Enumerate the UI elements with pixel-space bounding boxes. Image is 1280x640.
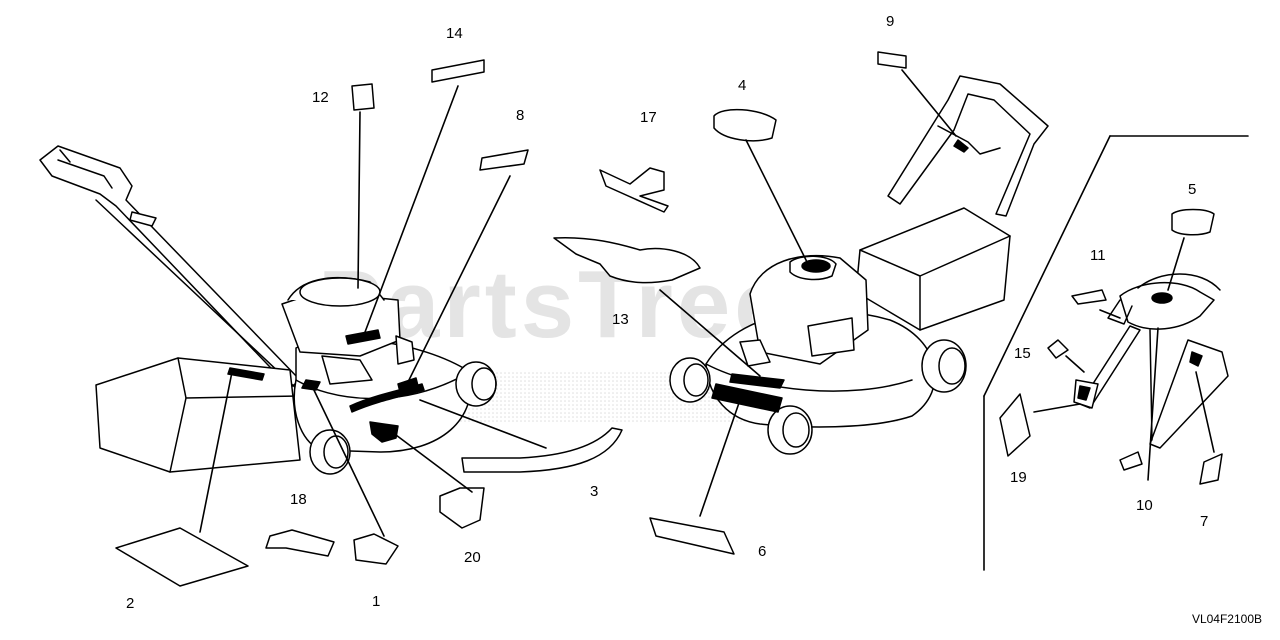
callout-1: 1 bbox=[372, 593, 381, 610]
decal-15 bbox=[1047, 339, 1069, 359]
leader-lines bbox=[199, 69, 1249, 571]
center-mower bbox=[669, 75, 1049, 455]
callout-4: 4 bbox=[738, 77, 747, 94]
callout-3: 3 bbox=[590, 483, 599, 500]
callout-5: 5 bbox=[1188, 181, 1197, 198]
callout-15: 15 bbox=[1014, 345, 1031, 362]
decal-1 bbox=[353, 533, 399, 565]
callout-7: 7 bbox=[1200, 513, 1209, 530]
callout-14: 14 bbox=[446, 25, 463, 42]
callout-6: 6 bbox=[758, 543, 767, 560]
decal-17 bbox=[599, 167, 669, 213]
decal-8 bbox=[479, 149, 529, 171]
callout-17: 17 bbox=[640, 109, 657, 126]
callout-9: 9 bbox=[886, 13, 895, 30]
left-mower bbox=[39, 145, 497, 475]
callout-12: 12 bbox=[312, 89, 329, 106]
decal-shapes bbox=[115, 51, 1223, 587]
decal-2 bbox=[115, 527, 249, 587]
decal-18 bbox=[265, 529, 335, 557]
diagram-code: VL04F2100B bbox=[1191, 612, 1262, 626]
handle-detail bbox=[1073, 273, 1229, 449]
decal-5 bbox=[1171, 208, 1215, 236]
decal-3 bbox=[461, 427, 623, 473]
decal-9 bbox=[877, 51, 907, 69]
callout-2: 2 bbox=[126, 595, 135, 612]
decal-7 bbox=[1199, 453, 1223, 485]
callout-13: 13 bbox=[612, 311, 629, 328]
callout-20: 20 bbox=[464, 549, 481, 566]
decal-14 bbox=[431, 59, 485, 83]
callout-10: 10 bbox=[1136, 497, 1153, 514]
decal-13 bbox=[553, 236, 701, 284]
callout-11: 11 bbox=[1090, 247, 1106, 264]
decal-10 bbox=[1119, 451, 1143, 471]
callout-18: 18 bbox=[290, 491, 307, 508]
callout-8: 8 bbox=[516, 107, 525, 124]
decal-6 bbox=[649, 517, 735, 555]
decal-19 bbox=[999, 393, 1031, 457]
decal-4 bbox=[713, 108, 777, 142]
decal-20 bbox=[439, 487, 485, 529]
callout-19: 19 bbox=[1010, 469, 1027, 486]
decal-12 bbox=[351, 83, 375, 111]
decal-11 bbox=[1071, 289, 1107, 305]
